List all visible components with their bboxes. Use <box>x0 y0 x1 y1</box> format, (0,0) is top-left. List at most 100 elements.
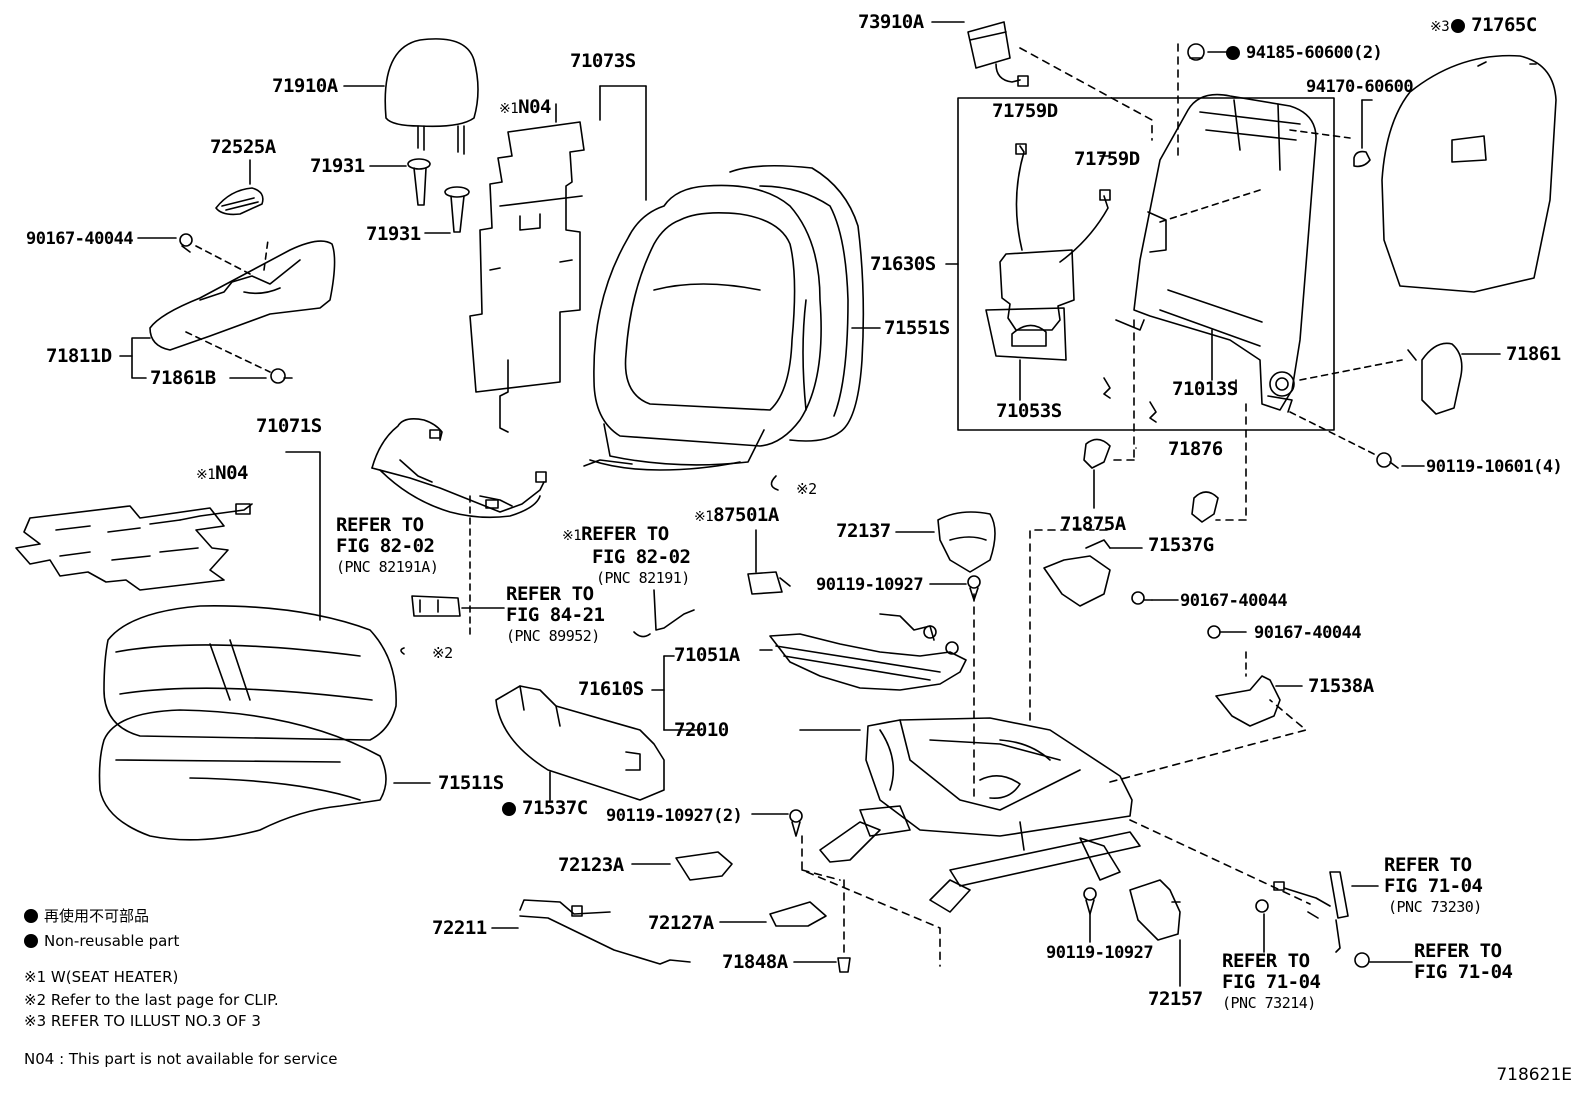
ref-fig-82-02-b: ※1REFER TO FIG 82-02 (PNC 82191) <box>562 524 691 589</box>
part-label-71551S: 71551S <box>884 317 950 339</box>
non-reusable-dot <box>1226 46 1240 60</box>
part-label-71073S: 71073S <box>570 50 636 72</box>
part-label-71610S: 71610S <box>578 678 644 700</box>
ref-line: FIG 71-04 <box>1414 961 1513 983</box>
non-reusable-dot <box>24 909 38 923</box>
ref-line: FIG 82-02 <box>336 535 435 557</box>
part-label-72123A: 72123A <box>558 854 624 876</box>
side-cover-drawing <box>119 159 336 384</box>
part-label-90167-40044-mid: 90167-40044 <box>1180 591 1288 611</box>
part-label-72157: 72157 <box>1148 988 1203 1010</box>
part-label-90167-40044-right: 90167-40044 <box>1254 623 1362 643</box>
part-label-71875A: 71875A <box>1060 513 1126 535</box>
part-number: N04 <box>518 96 551 118</box>
part-label-71537G: 71537G <box>1148 534 1214 556</box>
legend-non-reusable-jp: 再使用不可部品 <box>24 907 149 925</box>
part-label-90167-40044-left: 90167-40044 <box>26 229 134 249</box>
ref-pnc: (PNC 73214) <box>1222 994 1316 1012</box>
bottom-small-parts-drawing <box>491 809 851 973</box>
legend-note-3: ※3 REFER TO ILLUST NO.3 OF 3 <box>24 1012 261 1030</box>
ref-line: FIG 84-21 <box>506 604 605 626</box>
part-label-71811D: 71811D <box>46 345 112 367</box>
part-label-71848A: 71848A <box>722 951 788 973</box>
note-mark: ※1 <box>196 467 216 483</box>
part-label-71759D-right: 71759D <box>1074 148 1140 170</box>
ref-line: ※1REFER TO <box>562 524 690 547</box>
part-label-90119-10927-2: 90119-10927(2) <box>606 806 743 826</box>
part-label-71537C: 71537C <box>502 797 588 819</box>
front-pad-drawing <box>495 655 701 801</box>
legend-text: Non-reusable part <box>44 932 180 950</box>
ref-pnc: (PNC 82191) <box>596 569 690 587</box>
seatback-drawing <box>583 164 881 471</box>
part-label-72525A: 72525A <box>210 136 276 158</box>
note-mark: ※1 <box>562 528 582 544</box>
part-label-71861: 71861 <box>1506 343 1561 365</box>
legend-note-n04: N04 : This part is not available for ser… <box>24 1050 338 1068</box>
part-label-90119-10601: 90119-10601(4) <box>1426 457 1563 477</box>
leader-lines <box>1099 99 1373 449</box>
headrest-drawing <box>343 38 479 155</box>
part-label-72137: 72137 <box>836 520 891 542</box>
ref-line: REFER TO <box>336 514 424 536</box>
frame-group-outline <box>801 529 1311 967</box>
note-mark: ※1 <box>694 509 714 525</box>
part-label-90119-10927-bottom: 90119-10927 <box>1046 943 1154 963</box>
heater-harness-drawing <box>371 418 547 655</box>
ref-line: FIG 71-04 <box>1384 875 1483 897</box>
legend-note-1: ※1 W(SEAT HEATER) <box>24 968 179 986</box>
part-label-71861B: 71861B <box>150 367 216 389</box>
part-label-71910A: 71910A <box>272 75 338 97</box>
part-label-N04-cushion: ※1N04 <box>196 462 248 486</box>
part-label-71051A: 71051A <box>674 644 740 666</box>
seat-cushion-drawing <box>98 605 431 841</box>
part-label-71511S: 71511S <box>438 772 504 794</box>
ref-fig-71-04-b: REFER TO FIG 71-04 (PNC 73214) <box>1222 950 1321 1014</box>
part-label-71071S: 71071S <box>256 415 322 437</box>
part-label-71759D-left: 71759D <box>992 100 1058 122</box>
back-board-drawing <box>1289 54 1557 469</box>
part-label-90119-10927-top: 90119-10927 <box>816 575 924 595</box>
diagram-id: 718621E <box>1496 1065 1572 1085</box>
part-label-71876: 71876 <box>1168 438 1223 460</box>
note-mark: ※1 <box>499 101 519 117</box>
part-number: 71765C <box>1471 14 1537 36</box>
ref-line: REFER TO <box>1384 854 1472 876</box>
non-reusable-dot <box>24 934 38 948</box>
part-label-71630S: 71630S <box>870 253 936 275</box>
ref-pnc: (PNC 89952) <box>506 627 600 645</box>
seat-spring-drawing <box>759 613 967 691</box>
part-label-71765C: ※3 71765C <box>1430 14 1537 38</box>
ref-line: FIG 82-02 <box>592 546 691 568</box>
ref-text: REFER TO <box>581 523 669 545</box>
ref-fig-71-04-c: REFER TO FIG 71-04 <box>1414 940 1513 983</box>
part-label-94185-60600: 94185-60600(2) <box>1226 42 1383 64</box>
part-label-71053S: 71053S <box>996 400 1062 422</box>
ref-pnc: (PNC 73230) <box>1388 898 1482 916</box>
ref-line: REFER TO <box>506 583 594 605</box>
note-mark: ※3 <box>1430 19 1450 35</box>
part-label-71013S: 71013S <box>1172 378 1238 400</box>
clip-mark-b: ※2 <box>432 644 453 662</box>
part-label-72127A: 72127A <box>648 912 714 934</box>
headrest-guide-drawing <box>369 158 470 234</box>
part-label-87501A: ※187501A <box>694 504 779 528</box>
seatback-frame-box <box>945 93 1351 431</box>
ref-line: REFER TO <box>1414 940 1502 962</box>
ref-fig-82-02-a: REFER TO FIG 82-02 (PNC 82191A) <box>336 514 439 578</box>
part-number: 87501A <box>713 504 779 526</box>
seat-frame-drawing <box>799 717 1141 913</box>
part-number: 71537C <box>522 797 588 819</box>
part-label-71931-top: 71931 <box>310 155 365 177</box>
seatback-heater-drawing <box>469 85 647 433</box>
seatbelt-buckle-drawing <box>1255 871 1413 968</box>
ref-line: REFER TO <box>1222 950 1310 972</box>
part-label-71538A: 71538A <box>1308 675 1374 697</box>
ref-fig-84-21: REFER TO FIG 84-21 (PNC 89952) <box>506 583 605 647</box>
non-reusable-dot <box>1451 19 1466 33</box>
part-number: N04 <box>215 462 248 484</box>
center-small-parts-drawing <box>633 475 996 638</box>
part-number: 94185-60600(2) <box>1246 43 1383 63</box>
clip-mark-a: ※2 <box>796 480 817 498</box>
